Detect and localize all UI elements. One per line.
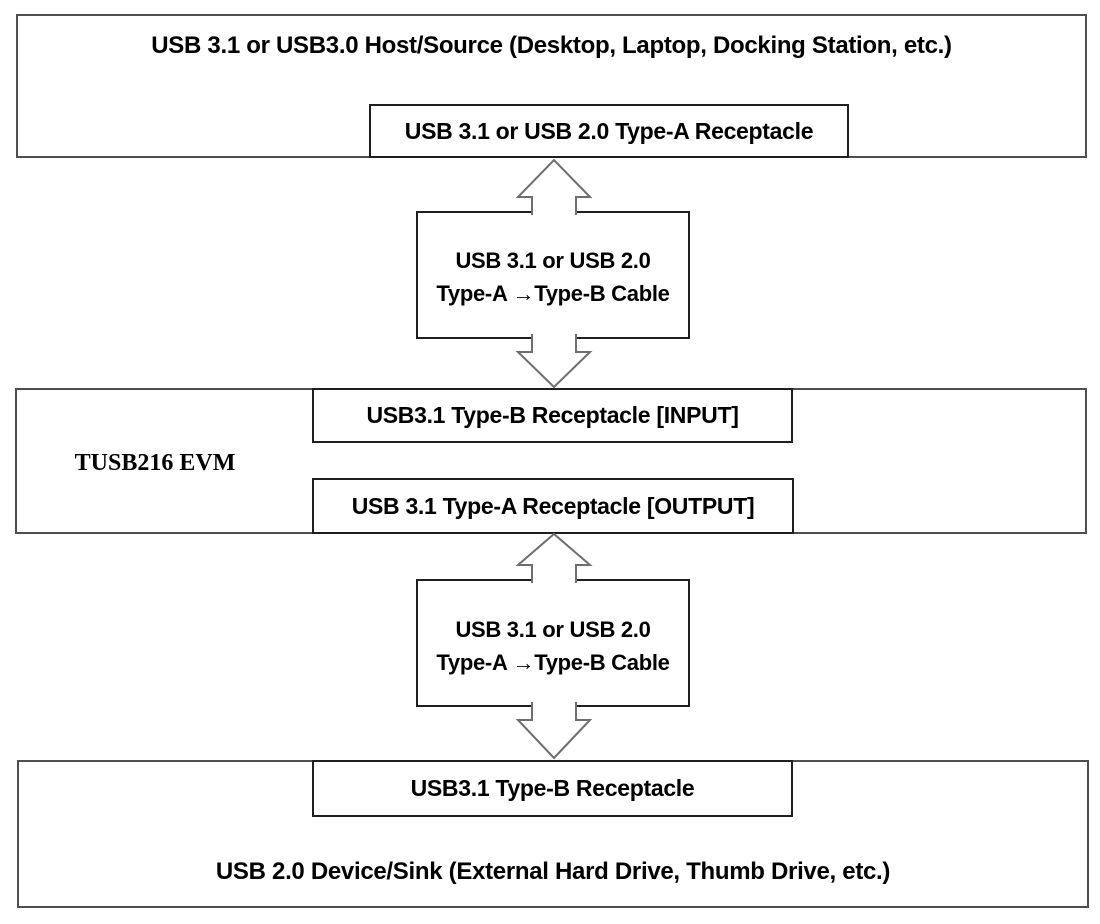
cable-label-top-line2: Type-A →Type-B Cable — [436, 281, 670, 306]
cable-label-top-line1: USB 3.1 or USB 2.0 — [455, 248, 651, 273]
evm-output-receptacle-box: USB 3.1 Type-A Receptacle [OUTPUT] — [312, 478, 794, 534]
up-arrowhead-icon — [515, 158, 593, 215]
evm-label: TUSB216 EVM — [74, 450, 236, 476]
host-receptacle-label: USB 3.1 or USB 2.0 Type-A Receptacle — [404, 117, 814, 144]
cable-connector-top — [416, 158, 690, 389]
cable-label-bottom-line1: USB 3.1 or USB 2.0 — [455, 617, 651, 642]
evm-output-receptacle-label: USB 3.1 Type-A Receptacle [OUTPUT] — [351, 492, 755, 519]
cable-connector-bottom — [416, 532, 690, 760]
device-receptacle-box: USB3.1 Type-B Receptacle — [312, 760, 793, 817]
device-receptacle-label: USB3.1 Type-B Receptacle — [410, 775, 695, 801]
device-title: USB 2.0 Device/Sink (External Hard Drive… — [215, 858, 891, 885]
host-receptacle-box: USB 3.1 or USB 2.0 Type-A Receptacle — [369, 104, 849, 158]
cable-label-top: USB 3.1 or USB 2.0 Type-A →Type-B Cable — [417, 244, 689, 310]
cable-label-bottom-line2: Type-A →Type-B Cable — [436, 650, 670, 675]
down-arrowhead-icon — [515, 334, 593, 389]
up-arrowhead-icon — [515, 532, 593, 583]
down-arrowhead-icon — [515, 702, 593, 760]
evm-input-receptacle-label: USB3.1 Type-B Receptacle [INPUT] — [366, 402, 739, 428]
evm-input-receptacle-box: USB3.1 Type-B Receptacle [INPUT] — [312, 388, 793, 443]
host-title: USB 3.1 or USB3.0 Host/Source (Desktop, … — [151, 32, 952, 59]
cable-box-bottom — [416, 579, 690, 707]
cable-label-bottom: USB 3.1 or USB 2.0 Type-A →Type-B Cable — [417, 613, 689, 679]
